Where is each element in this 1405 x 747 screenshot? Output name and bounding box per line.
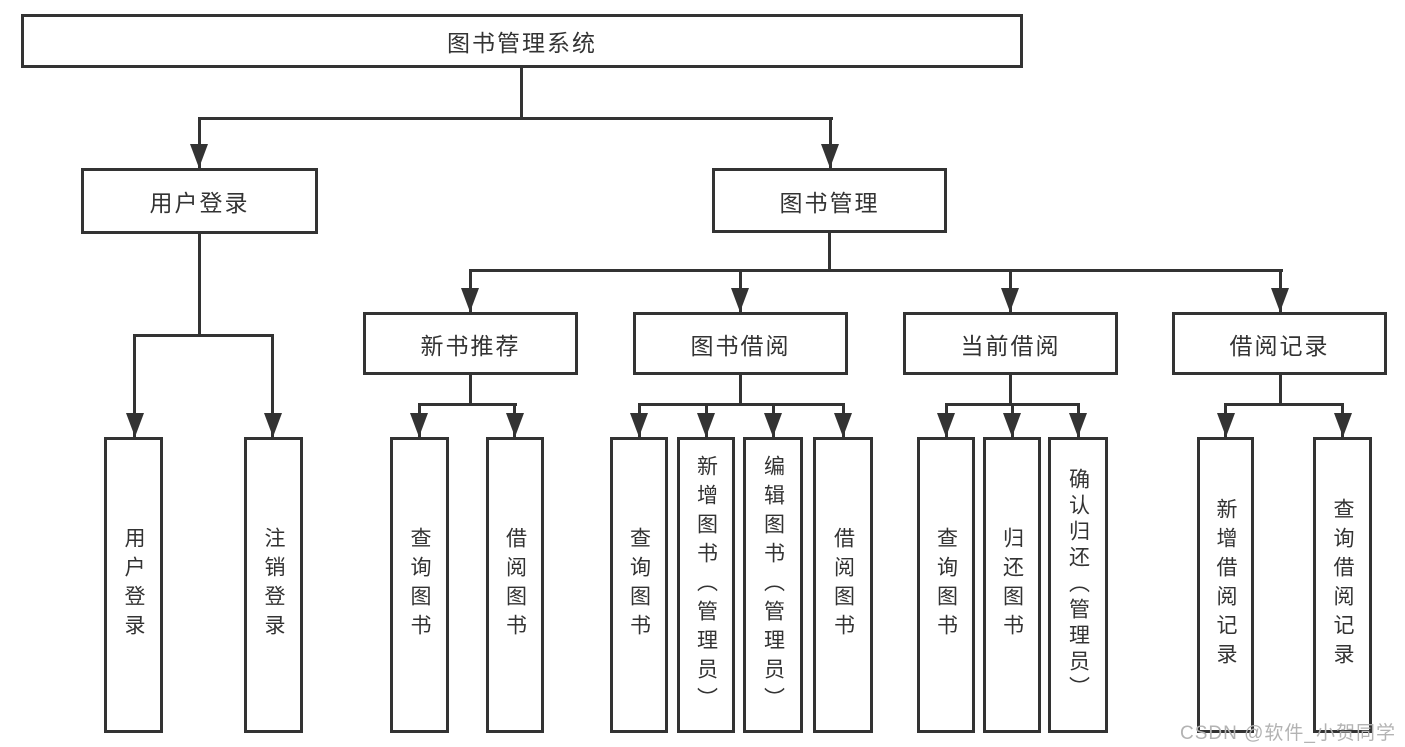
node-label: 新增借阅记录 [1214, 498, 1237, 672]
node-logout: 注销登录 [244, 437, 303, 733]
connector-line [520, 68, 523, 120]
node-current-borrowing: 当前借阅 [903, 312, 1118, 375]
arrowhead-icon [1334, 413, 1352, 437]
arrowhead-icon [126, 413, 144, 437]
connector-line [469, 375, 472, 406]
connector-line [198, 117, 833, 120]
node-label: 编辑图书（管理员） [761, 454, 785, 716]
connector-line [829, 117, 832, 168]
arrowhead-icon [764, 413, 782, 437]
node-label: 归还图书 [1000, 527, 1024, 643]
connector-line [638, 403, 845, 406]
node-label: 新书推荐 [420, 332, 521, 359]
arrowhead-icon [1001, 288, 1019, 312]
connector-line [828, 233, 831, 272]
arrowhead-icon [461, 288, 479, 312]
node-user-login-leaf: 用户登录 [104, 437, 163, 733]
node-user-login: 用户登录 [81, 168, 318, 234]
node-label: 图书借阅 [690, 332, 791, 359]
node-new-book-recommendation: 新书推荐 [363, 312, 578, 375]
connector-line [1279, 375, 1282, 406]
node-query-books: 查询图书 [917, 437, 975, 733]
node-confirm-return-admin: 确认归还（管理员） [1048, 437, 1108, 733]
arrowhead-icon [1271, 288, 1289, 312]
node-label: 图书管理系统 [447, 30, 597, 56]
node-edit-books-admin: 编辑图书（管理员） [743, 437, 803, 733]
arrowhead-icon [834, 413, 852, 437]
arrowhead-icon [506, 413, 524, 437]
arrowhead-icon [1003, 413, 1021, 437]
node-label: 当前借阅 [960, 332, 1061, 359]
node-book-borrowing: 图书借阅 [633, 312, 848, 375]
connector-line [1009, 375, 1012, 406]
node-label: 确认归还（管理员） [1066, 468, 1090, 702]
connector-line [133, 334, 274, 337]
node-library-management-system: 图书管理系统 [21, 14, 1023, 68]
node-label: 注销登录 [262, 527, 285, 643]
arrowhead-icon [731, 288, 749, 312]
arrowhead-icon [1069, 413, 1087, 437]
node-label: 新增图书（管理员） [694, 454, 718, 716]
node-label: 查询借阅记录 [1331, 498, 1354, 672]
connector-line [739, 375, 742, 406]
arrowhead-icon [630, 413, 648, 437]
node-borrow-books: 借阅图书 [486, 437, 544, 733]
connector-line [133, 334, 136, 437]
connector-line [1224, 403, 1344, 406]
node-label: 查询图书 [627, 527, 651, 643]
arrowhead-icon [190, 144, 208, 168]
node-label: 用户登录 [122, 527, 145, 643]
node-label: 借阅图书 [831, 527, 855, 643]
node-borrow-books: 借阅图书 [813, 437, 873, 733]
node-label: 用户登录 [149, 190, 250, 216]
connector-line [198, 117, 201, 168]
arrowhead-icon [1217, 413, 1235, 437]
connector-line [418, 403, 517, 406]
connector-line [198, 234, 201, 337]
node-query-books: 查询图书 [610, 437, 668, 733]
node-add-borrowing-record: 新增借阅记录 [1197, 437, 1254, 733]
arrowhead-icon [937, 413, 955, 437]
arrowhead-icon [821, 144, 839, 168]
node-query-borrowing-record: 查询借阅记录 [1313, 437, 1372, 733]
csdn-watermark: CSDN @软件_小贺同学 [1180, 723, 1396, 744]
arrowhead-icon [697, 413, 715, 437]
node-borrowing-records: 借阅记录 [1172, 312, 1387, 375]
node-return-books: 归还图书 [983, 437, 1041, 733]
node-add-books-admin: 新增图书（管理员） [677, 437, 735, 733]
node-label: 查询图书 [934, 527, 958, 643]
arrowhead-icon [410, 413, 428, 437]
arrowhead-icon [264, 413, 282, 437]
node-book-management: 图书管理 [712, 168, 947, 233]
connector-line [469, 269, 1283, 272]
node-label: 借阅记录 [1229, 332, 1330, 359]
node-label: 借阅图书 [503, 527, 527, 643]
node-label: 图书管理 [779, 189, 880, 216]
connector-line [271, 334, 274, 437]
node-query-books: 查询图书 [390, 437, 449, 733]
node-label: 查询图书 [408, 527, 431, 643]
